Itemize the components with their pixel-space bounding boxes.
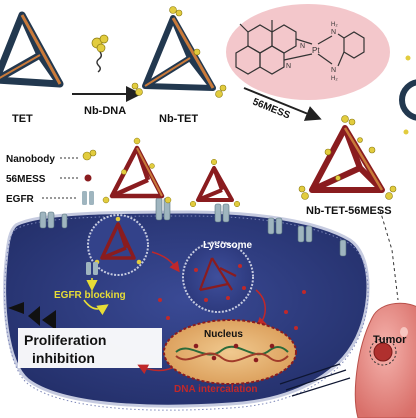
label-nb-dna: Nb-DNA bbox=[84, 105, 126, 117]
label-lysosome: Lysosome bbox=[203, 240, 253, 251]
tet-tetrahedron bbox=[0, 11, 64, 88]
legend-egfr: EGFR bbox=[6, 194, 35, 205]
label-tet: TET bbox=[12, 113, 33, 125]
label-nb-tet: Nb-TET bbox=[159, 113, 198, 125]
inhibition-wedges bbox=[8, 302, 56, 330]
label-56mess-arrow: 56MESS bbox=[251, 97, 292, 122]
proliferation-box bbox=[18, 328, 162, 368]
tumor-mouse bbox=[354, 302, 416, 418]
label-nb-tet-56mess: Nb-TET-56MESS bbox=[306, 205, 392, 217]
label-inhibition: inhibition bbox=[32, 350, 95, 366]
legend-56mess-icon bbox=[84, 174, 92, 182]
egfr-blocking-group bbox=[83, 262, 109, 316]
label-egfr-blocking: EGFR blocking bbox=[54, 290, 126, 301]
surface-tetrahedron-2 bbox=[189, 158, 241, 208]
arrow-endosome-to-lysosome bbox=[151, 251, 180, 273]
nb-tet-56mess-tetrahedron bbox=[298, 115, 397, 200]
legend: Nanobody 56MESS EGFR bbox=[6, 149, 97, 205]
nb-tet-tetrahedron bbox=[131, 6, 227, 98]
legend-nanobody-icon bbox=[82, 149, 97, 161]
drug-particles bbox=[158, 290, 306, 330]
nb-dna-icon bbox=[91, 34, 109, 73]
label-nucleus: Nucleus bbox=[204, 329, 243, 340]
mol-h2-bottom: H₂ bbox=[331, 76, 338, 82]
mol-h2-top: H₂ bbox=[331, 22, 338, 28]
legend-egfr-icon bbox=[82, 191, 94, 205]
edge-structure bbox=[399, 55, 416, 135]
endosome bbox=[87, 214, 149, 276]
nucleus bbox=[163, 319, 297, 385]
legend-56mess: 56MESS bbox=[6, 174, 46, 185]
mol-pt: Pt bbox=[312, 46, 320, 55]
arrow-to-56mess bbox=[243, 87, 322, 121]
label-proliferation: Proliferation bbox=[24, 332, 106, 348]
mol-n-top: N bbox=[331, 29, 336, 36]
label-tumor: Tumor bbox=[373, 334, 407, 346]
cytoskeleton-lines bbox=[279, 363, 351, 397]
label-dna-intercalation: DNA intercalation bbox=[174, 384, 258, 395]
mol-n-ring-right: N bbox=[300, 43, 305, 50]
lysosome bbox=[182, 241, 254, 313]
mess-molecule-panel: N N Pt N H₂ N H₂ bbox=[226, 4, 390, 100]
egfr-receptors bbox=[39, 197, 347, 257]
mol-n-ring-left: N bbox=[286, 63, 291, 70]
legend-nanobody: Nanobody bbox=[6, 154, 55, 165]
surface-tetrahedron-1 bbox=[102, 137, 172, 204]
connector-cell-to-tumor bbox=[379, 209, 399, 301]
mol-n-bottom: N bbox=[331, 67, 336, 74]
